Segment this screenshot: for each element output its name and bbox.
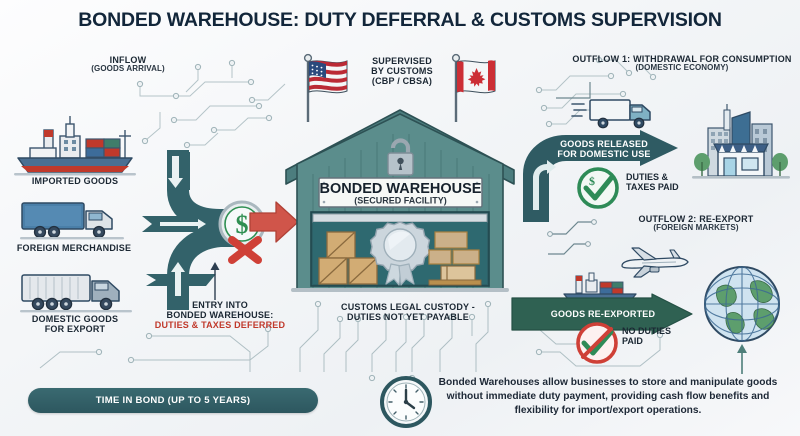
- outflow1-arrow-line2: FOR DOMESTIC USE: [557, 149, 651, 160]
- delivery-truck-icon: [571, 99, 651, 129]
- svg-text:$: $: [589, 174, 595, 188]
- inflow-heading: INFLOW (GOODS ARRIVAL): [58, 55, 198, 74]
- outflow2-heading: OUTFLOW 2: RE-EXPORT (FOREIGN MARKETS): [596, 214, 796, 233]
- canada-flag-icon: [451, 53, 496, 122]
- supervision-line2: BY CUSTOMS: [371, 66, 433, 77]
- entry-note-line1: ENTRY INTO: [192, 300, 248, 310]
- duties-taxes-paid-label: DUTIES & TAXES PAID: [626, 172, 736, 193]
- warehouse-sign: BONDED WAREHOUSE (SECURED FACILITY): [318, 177, 483, 208]
- page-title: BONDED WAREHOUSE: DUTY DEFERRAL & CUSTOM…: [78, 9, 722, 31]
- no-duties-paid-label: NO DUTIES PAID: [622, 326, 732, 347]
- globe-icon: [704, 266, 780, 342]
- warehouse-sign-line2: (SECURED FACILITY): [354, 196, 447, 206]
- footnote-text: Bonded Warehouses allow businesses to st…: [438, 377, 778, 417]
- svg-text:$: $: [236, 210, 249, 239]
- bonded-warehouse-building: BONDED WAREHOUSE (SECURED FACILITY): [285, 109, 515, 292]
- outflow2-heading-line2: (FOREIGN MARKETS): [653, 223, 739, 233]
- entry-note-line2: BONDED WAREHOUSE:: [166, 310, 274, 321]
- clock-icon: [380, 376, 432, 428]
- outflow1-heading-line2: (DOMESTIC ECONOMY): [635, 63, 729, 73]
- outflow2-leader-line: [547, 219, 597, 255]
- entry-arrow-red: [249, 201, 299, 243]
- us-flag-icon: [303, 53, 348, 122]
- outflow2-arrow: [511, 293, 693, 335]
- outflow2-heading-line1: OUTFLOW 2: RE-EXPORT: [638, 214, 754, 224]
- box-truck-icon: [20, 202, 124, 240]
- source-label-foreign-merchandise: FOREIGN MERCHANDISE: [16, 243, 132, 253]
- time-in-bond-bar: TIME IN BOND (UP TO 5 YEARS): [28, 388, 318, 413]
- source-label-imported-goods: IMPORTED GOODS: [31, 176, 119, 186]
- entry-note-line3: DUTIES & TAXES DEFERRED: [154, 320, 286, 331]
- green-check-dollar-icon: $: [577, 167, 619, 209]
- warehouse-sign-line1: BONDED WAREHOUSE: [320, 181, 482, 197]
- source-label-domestic-goods: DOMESTIC GOODS FOR EXPORT: [0, 314, 150, 334]
- source-label-domestic-goods-line2: FOR EXPORT: [44, 324, 106, 335]
- custody-line2: DUTIES NOT YET PAYABLE: [347, 312, 469, 323]
- padlock-icon: [387, 138, 414, 176]
- supervised-by-customs-note: SUPERVISED BY CUSTOMS (CBP / CBSA): [355, 56, 449, 86]
- inflow-heading-line1: INFLOW: [109, 55, 147, 65]
- outflow1-arrow-line1: GOODS RELEASED: [560, 139, 648, 149]
- airplane-icon: [621, 247, 689, 278]
- supervision-line1: SUPERVISED: [372, 56, 432, 66]
- globe-uplink-pointer: [737, 344, 747, 374]
- semi-truck-icon: [20, 274, 132, 313]
- outflow1-heading: OUTFLOW 1: WITHDRAWAL FOR CONSUMPTION (D…: [564, 54, 800, 73]
- custody-line1: CUSTOMS LEGAL CUSTODY -: [341, 302, 475, 312]
- cargo-ship-icon: [14, 116, 136, 176]
- city-storefront-icon: [692, 104, 790, 179]
- no-duties-paid-line2: PAID: [622, 336, 643, 347]
- outflow1-arrow-label: GOODS RELEASED FOR DOMESTIC USE: [542, 139, 666, 159]
- entry-into-bonded-warehouse-note: ENTRY INTO BONDED WAREHOUSE: DUTIES & TA…: [152, 300, 288, 330]
- supervision-line3: (CBP / CBSA): [371, 76, 433, 87]
- time-in-bond-label: TIME IN BOND (UP TO 5 YEARS): [95, 395, 251, 406]
- outflow1-arrow: [523, 130, 678, 222]
- customs-legal-custody-note: CUSTOMS LEGAL CUSTODY - DUTIES NOT YET P…: [318, 302, 498, 322]
- no-duties-paid-line1: NO DUTIES: [622, 326, 672, 336]
- entry-note-pointer: [210, 262, 220, 300]
- inflow-heading-line2: (GOODS ARRIVAL): [91, 64, 165, 74]
- outflow1-leader-line: [556, 82, 591, 99]
- duties-taxes-paid-line2: TAXES PAID: [626, 182, 679, 193]
- duties-taxes-paid-line1: DUTIES &: [626, 172, 669, 182]
- source-label-domestic-goods-line1: DOMESTIC GOODS: [31, 314, 119, 324]
- customs-seal-ribbon-icon: [369, 221, 431, 286]
- outflow2-arrow-label: GOODS RE-EXPORTED: [550, 309, 656, 319]
- red-prohibited-check-icon: [576, 322, 618, 364]
- inflow-merge-arrows: [142, 150, 242, 310]
- outflow1-heading-line1: OUTFLOW 1: WITHDRAWAL FOR CONSUMPTION: [572, 54, 792, 64]
